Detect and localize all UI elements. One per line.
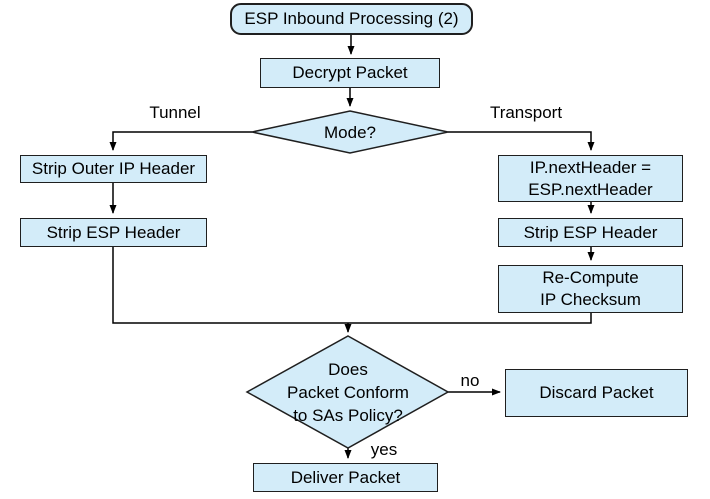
ip-nextheader-node: IP.nextHeader = ESP.nextHeader xyxy=(498,155,683,202)
strip-esp-header-left-node: Strip ESP Header xyxy=(20,218,207,247)
mode-decision-shape xyxy=(251,110,449,154)
branch-label-transport: Transport xyxy=(489,103,563,122)
strip-esp-header-right-node: Strip ESP Header xyxy=(498,218,683,247)
connector-right-merge xyxy=(348,313,592,324)
branch-label-yes: yes xyxy=(370,440,398,459)
branch-label-tunnel: Tunnel xyxy=(149,103,201,122)
connector-left-merge xyxy=(112,247,348,324)
deliver-packet-node: Deliver Packet xyxy=(253,463,438,492)
connector-mode-transport-branch xyxy=(448,131,595,151)
mode-decision-label: Mode? xyxy=(324,122,376,142)
recompute-checksum-node: Re-Compute IP Checksum xyxy=(498,265,683,313)
policy-decision-label: Does Packet Conform to SAs Policy? xyxy=(287,359,409,425)
strip-outer-ip-header-node: Strip Outer IP Header xyxy=(20,155,207,183)
branch-label-no: no xyxy=(460,371,480,390)
policy-decision-shape xyxy=(245,335,450,449)
discard-packet-node: Discard Packet xyxy=(505,369,688,417)
connector-mode-tunnel-branch xyxy=(109,131,252,151)
decrypt-packet-node: Decrypt Packet xyxy=(260,58,440,88)
start-terminal: ESP Inbound Processing (2) xyxy=(230,3,473,35)
